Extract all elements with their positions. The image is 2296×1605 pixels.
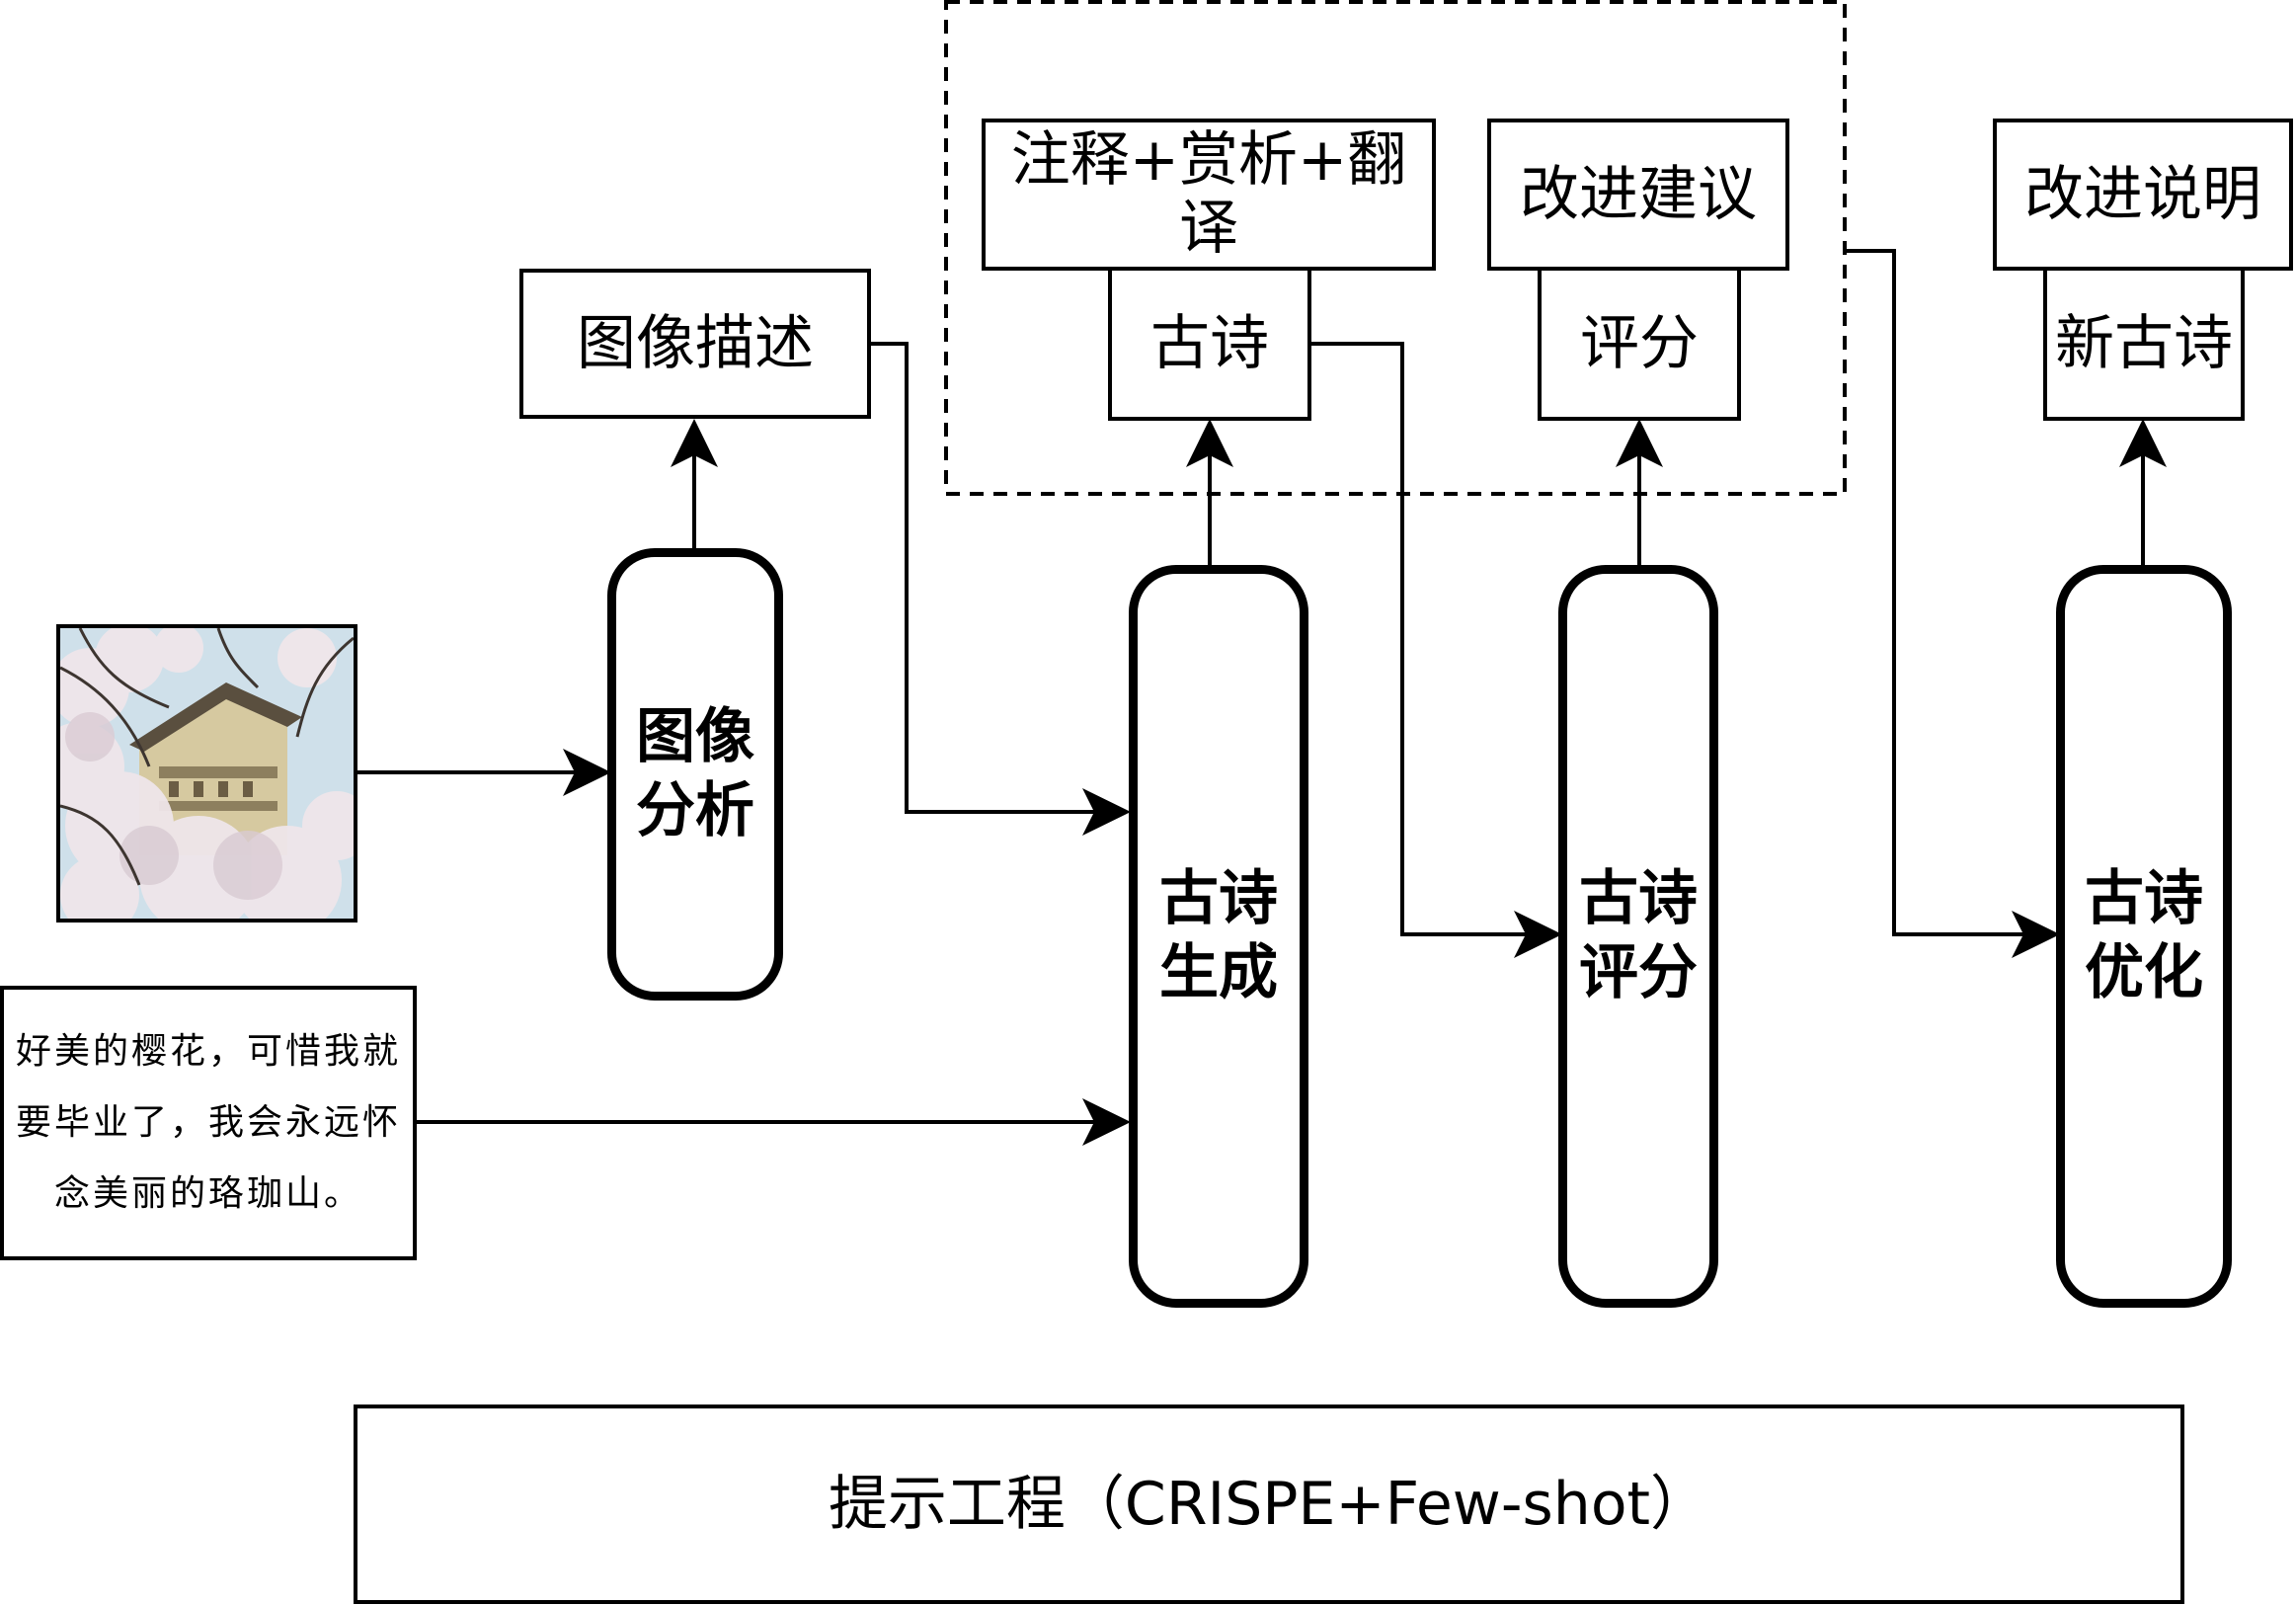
improvement-notes-box: 改进说明 xyxy=(1993,119,2293,271)
arrowhead-description xyxy=(671,419,718,467)
image-analysis-label: 图像分析 xyxy=(636,702,754,845)
improvement-suggestions-box: 改进建议 xyxy=(1487,119,1789,271)
poem-optimization-module: 古诗优化 xyxy=(2056,565,2232,1308)
input-text: 好美的樱花，可惜我就要毕业了，我会永远怀念美丽的珞珈山。 xyxy=(15,1031,401,1214)
improvement-suggestions-label: 改进建议 xyxy=(1520,159,1757,229)
arrowhead-optimization xyxy=(2012,911,2060,958)
poem-optimization-label: 古诗优化 xyxy=(2085,864,2203,1007)
image-description-label: 图像描述 xyxy=(577,308,814,378)
arrowhead-scoring xyxy=(1514,911,1562,958)
poem-generation-label: 古诗生成 xyxy=(1159,864,1278,1007)
score-box: 评分 xyxy=(1538,267,1741,421)
poem-label: 古诗 xyxy=(1150,308,1269,378)
arrowhead-poem xyxy=(1186,419,1233,467)
new-poem-label: 新古诗 xyxy=(2055,308,2233,378)
poem-scoring-label: 古诗评分 xyxy=(1579,864,1698,1007)
arrowhead-newpoem xyxy=(2119,419,2167,467)
arrowhead-generation-bottom xyxy=(1082,1098,1131,1146)
poem-scoring-module: 古诗评分 xyxy=(1558,565,1718,1308)
improvement-notes-label: 改进说明 xyxy=(2024,159,2261,229)
arrow-poem-to-scoring xyxy=(1308,342,1539,936)
score-label: 评分 xyxy=(1580,308,1699,378)
image-description-box: 图像描述 xyxy=(519,269,871,419)
image-analysis-module: 图像分析 xyxy=(607,548,783,1001)
cherry-blossom-building-icon xyxy=(60,628,354,919)
prompt-engineering-box: 提示工程（CRISPE+Few-shot） xyxy=(354,1404,2184,1604)
prompt-engineering-label: 提示工程（CRISPE+Few-shot） xyxy=(828,1469,1710,1539)
arrowhead-analysis xyxy=(563,749,611,796)
annotation-label: 注释+赏析+翻译 xyxy=(1010,125,1407,263)
arrowhead-generation-top xyxy=(1082,788,1131,836)
cherry-blossom-photo xyxy=(56,624,357,923)
arrowhead-score xyxy=(1616,419,1663,467)
dashed-group-border xyxy=(944,0,1847,496)
poem-box: 古诗 xyxy=(1108,267,1311,421)
poem-generation-module: 古诗生成 xyxy=(1129,565,1308,1308)
new-poem-box: 新古诗 xyxy=(2043,267,2245,421)
input-text-box: 好美的樱花，可惜我就要毕业了，我会永远怀念美丽的珞珈山。 xyxy=(0,986,417,1260)
arrow-group-to-optimization xyxy=(1845,249,2038,936)
arrow-description-to-generation xyxy=(871,342,1103,814)
annotation-box: 注释+赏析+翻译 xyxy=(982,119,1436,271)
